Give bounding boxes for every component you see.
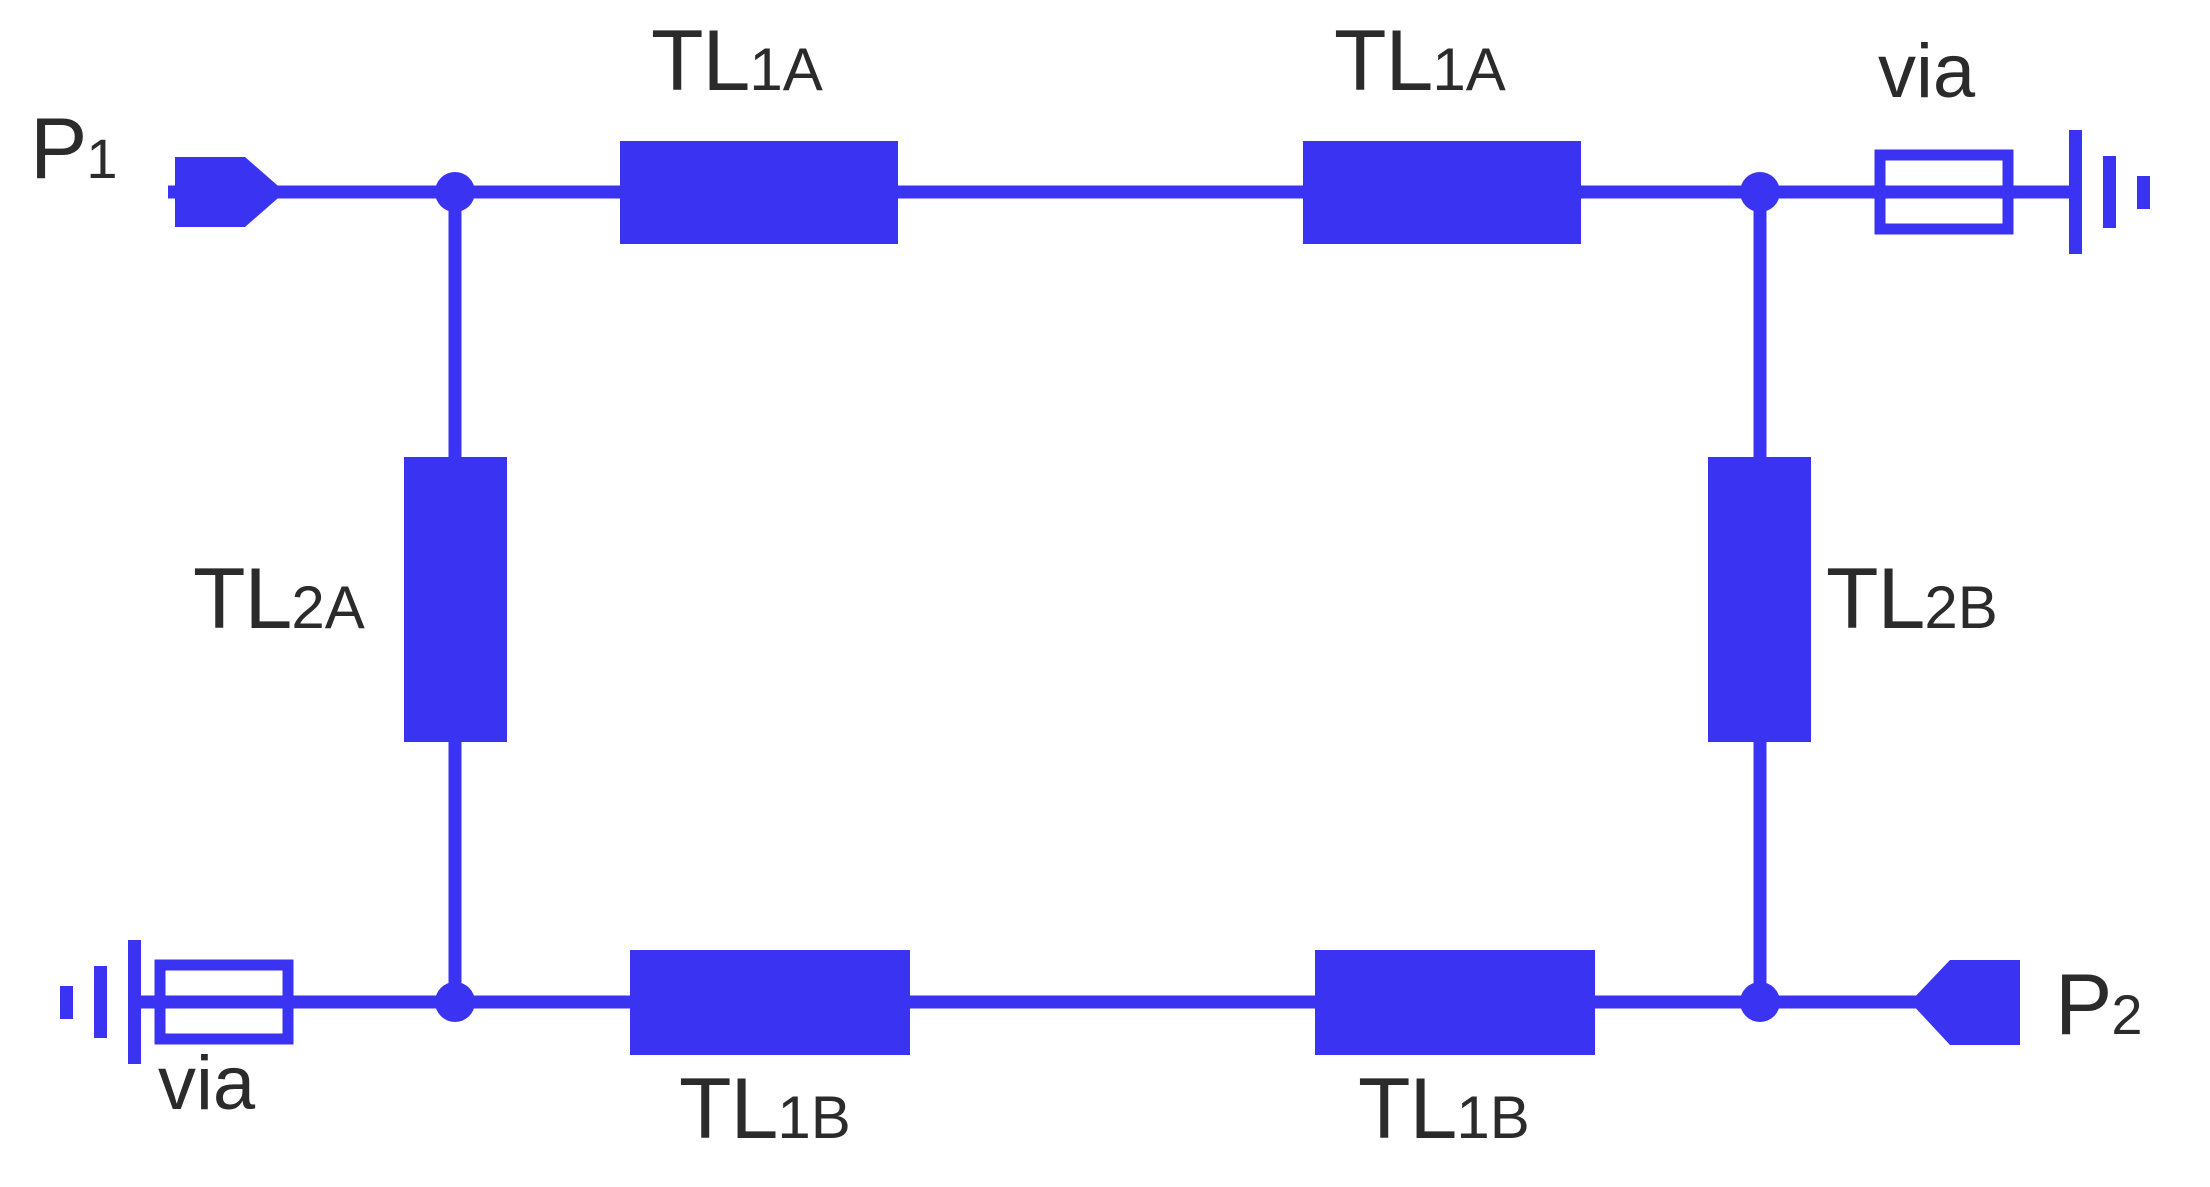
via-bottom-left-label: via xyxy=(158,1041,256,1126)
tl1a-right-block[interactable] xyxy=(1303,141,1581,244)
port-p1-label-sub: 1 xyxy=(86,127,118,190)
port-p2-symbol[interactable] xyxy=(1910,960,2020,1045)
tl1b-left-label: TL1B xyxy=(679,1066,851,1152)
junction-bottom-right-dot xyxy=(1740,982,1780,1022)
tl2b-block[interactable] xyxy=(1708,457,1811,742)
ground-top-right-bar-1 xyxy=(2069,130,2082,254)
ground-bottom-left-symbol xyxy=(60,940,141,1064)
port-p2-label: P2 xyxy=(2055,962,2143,1048)
tl1b-right-label: TL1B xyxy=(1358,1066,1530,1152)
ground-top-right-bar-3 xyxy=(2137,176,2150,209)
vertical-wire-group xyxy=(448,192,1767,1002)
tl2a-label: TL2A xyxy=(193,556,365,642)
ground-bottom-left-bar-2 xyxy=(94,966,107,1038)
via-top-right-symbol[interactable] xyxy=(1874,149,2014,235)
ground-top-right-symbol xyxy=(2069,130,2150,254)
tl1a-left-label-main: TL xyxy=(651,13,750,109)
via-top-right-label: via xyxy=(1878,29,1976,114)
port-p1-label-main: P xyxy=(30,101,87,197)
ground-bottom-left-bar-3 xyxy=(60,986,73,1019)
tl2a-label-main: TL xyxy=(193,551,292,647)
tl1a-right-label-sub: 1A xyxy=(1432,36,1506,103)
tl1b-right-label-main: TL xyxy=(1358,1061,1457,1157)
junction-bottom-left-dot xyxy=(435,982,475,1022)
tl2b-label: TL2B xyxy=(1826,556,1998,642)
tl1b-left-block[interactable] xyxy=(630,950,910,1055)
tl1b-left-label-sub: 1B xyxy=(777,1084,851,1151)
junction-top-right-dot xyxy=(1740,172,1780,212)
ground-top-right-bar-2 xyxy=(2103,156,2116,228)
tl1a-left-label-sub: 1A xyxy=(749,36,823,103)
port-p2-label-main: P xyxy=(2055,957,2112,1053)
tl2b-label-sub: 2B xyxy=(1924,574,1998,641)
tl2b-label-main: TL xyxy=(1826,551,1925,647)
tl1b-right-block[interactable] xyxy=(1315,950,1595,1055)
ground-bottom-left-bar-1 xyxy=(128,940,141,1064)
tl1b-left-label-main: TL xyxy=(679,1061,778,1157)
port-p1-label: P1 xyxy=(30,106,118,192)
tl1a-left-block[interactable] xyxy=(620,141,898,244)
tl2a-label-sub: 2A xyxy=(291,574,365,641)
tl1a-right-label: TL1A xyxy=(1334,18,1506,104)
tl1a-left-label: TL1A xyxy=(651,18,823,104)
tl1b-right-label-sub: 1B xyxy=(1456,1084,1530,1151)
port-p1-symbol[interactable] xyxy=(175,157,285,227)
tl1a-right-label-main: TL xyxy=(1334,13,1433,109)
via-bottom-left-symbol[interactable] xyxy=(154,959,294,1045)
tl2a-block[interactable] xyxy=(404,457,507,742)
junction-top-left-dot xyxy=(435,172,475,212)
port-p2-label-sub: 2 xyxy=(2111,983,2143,1046)
